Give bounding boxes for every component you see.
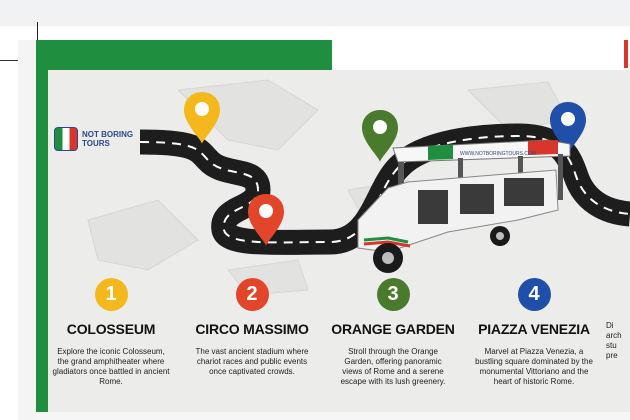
- stop-title: COLOSSEUM: [66, 321, 156, 337]
- stop-title: CIRCO MASSIMO: [195, 321, 309, 337]
- stop-5-partial: Di arch stu pre: [606, 278, 630, 361]
- logo-icon: [54, 127, 78, 151]
- pin-icon-yellow: [184, 92, 220, 144]
- cursor-line: [37, 22, 38, 46]
- stop-1: 1 COLOSSEUM Explore the iconic Colosseum…: [48, 278, 180, 387]
- brand-logo: NOT BORING TOURS: [54, 127, 133, 151]
- stop-3: 3 ORANGE GARDEN Stroll through the Orang…: [324, 278, 462, 387]
- logo-line-1: NOT BORING: [82, 130, 134, 139]
- stop-number-badge: 2: [235, 278, 269, 311]
- left-strip: [18, 40, 36, 420]
- stop-description: Stroll through the Orange Garden, offeri…: [340, 347, 446, 386]
- pin-icon-blue: [550, 102, 586, 154]
- edge-marker: [624, 40, 628, 68]
- divider-line: [0, 60, 18, 61]
- stop-number-badge: 4: [517, 278, 551, 311]
- logo-wordmark: NOT BORING TOURS: [82, 130, 133, 148]
- logo-line-2: TOURS: [82, 139, 110, 148]
- pin-icon-red: [248, 194, 284, 246]
- stop-description: Marvel at Piazza Venezia, a bustling squ…: [475, 347, 593, 386]
- bottom-strip: [36, 412, 630, 420]
- pin-icon-green: [362, 110, 398, 162]
- stop-4: 4 PIAZZA VENEZIA Marvel at Piazza Venezi…: [465, 278, 603, 387]
- stop-description: Explore the iconic Colosseum, the grand …: [52, 347, 170, 386]
- road-map-illustration: WWW.NOTBORINGTOURS.COM: [87, 79, 630, 296]
- stop-title: PIAZZA VENEZIA: [478, 321, 590, 337]
- top-bar: [0, 0, 630, 26]
- stop-number-badge: 3: [376, 278, 410, 311]
- stop-number-badge: [606, 278, 630, 311]
- cart-illustration: WWW.NOTBORINGTOURS.COM: [357, 139, 571, 273]
- stop-2: 2 CIRCO MASSIMO The vast ancient stadium…: [183, 278, 321, 377]
- cart-brand-text: WWW.NOTBORINGTOURS.COM: [460, 151, 536, 157]
- stop-description: The vast ancient stadium where chariot r…: [195, 347, 309, 376]
- stop-title: ORANGE GARDEN: [331, 321, 455, 337]
- stop-description: Di arch stu pre: [606, 321, 622, 360]
- tour-map-panel: WWW.NOTBORINGTOURS.COM NOT BORING TOURS …: [48, 70, 630, 412]
- stop-number-badge: 1: [94, 278, 128, 311]
